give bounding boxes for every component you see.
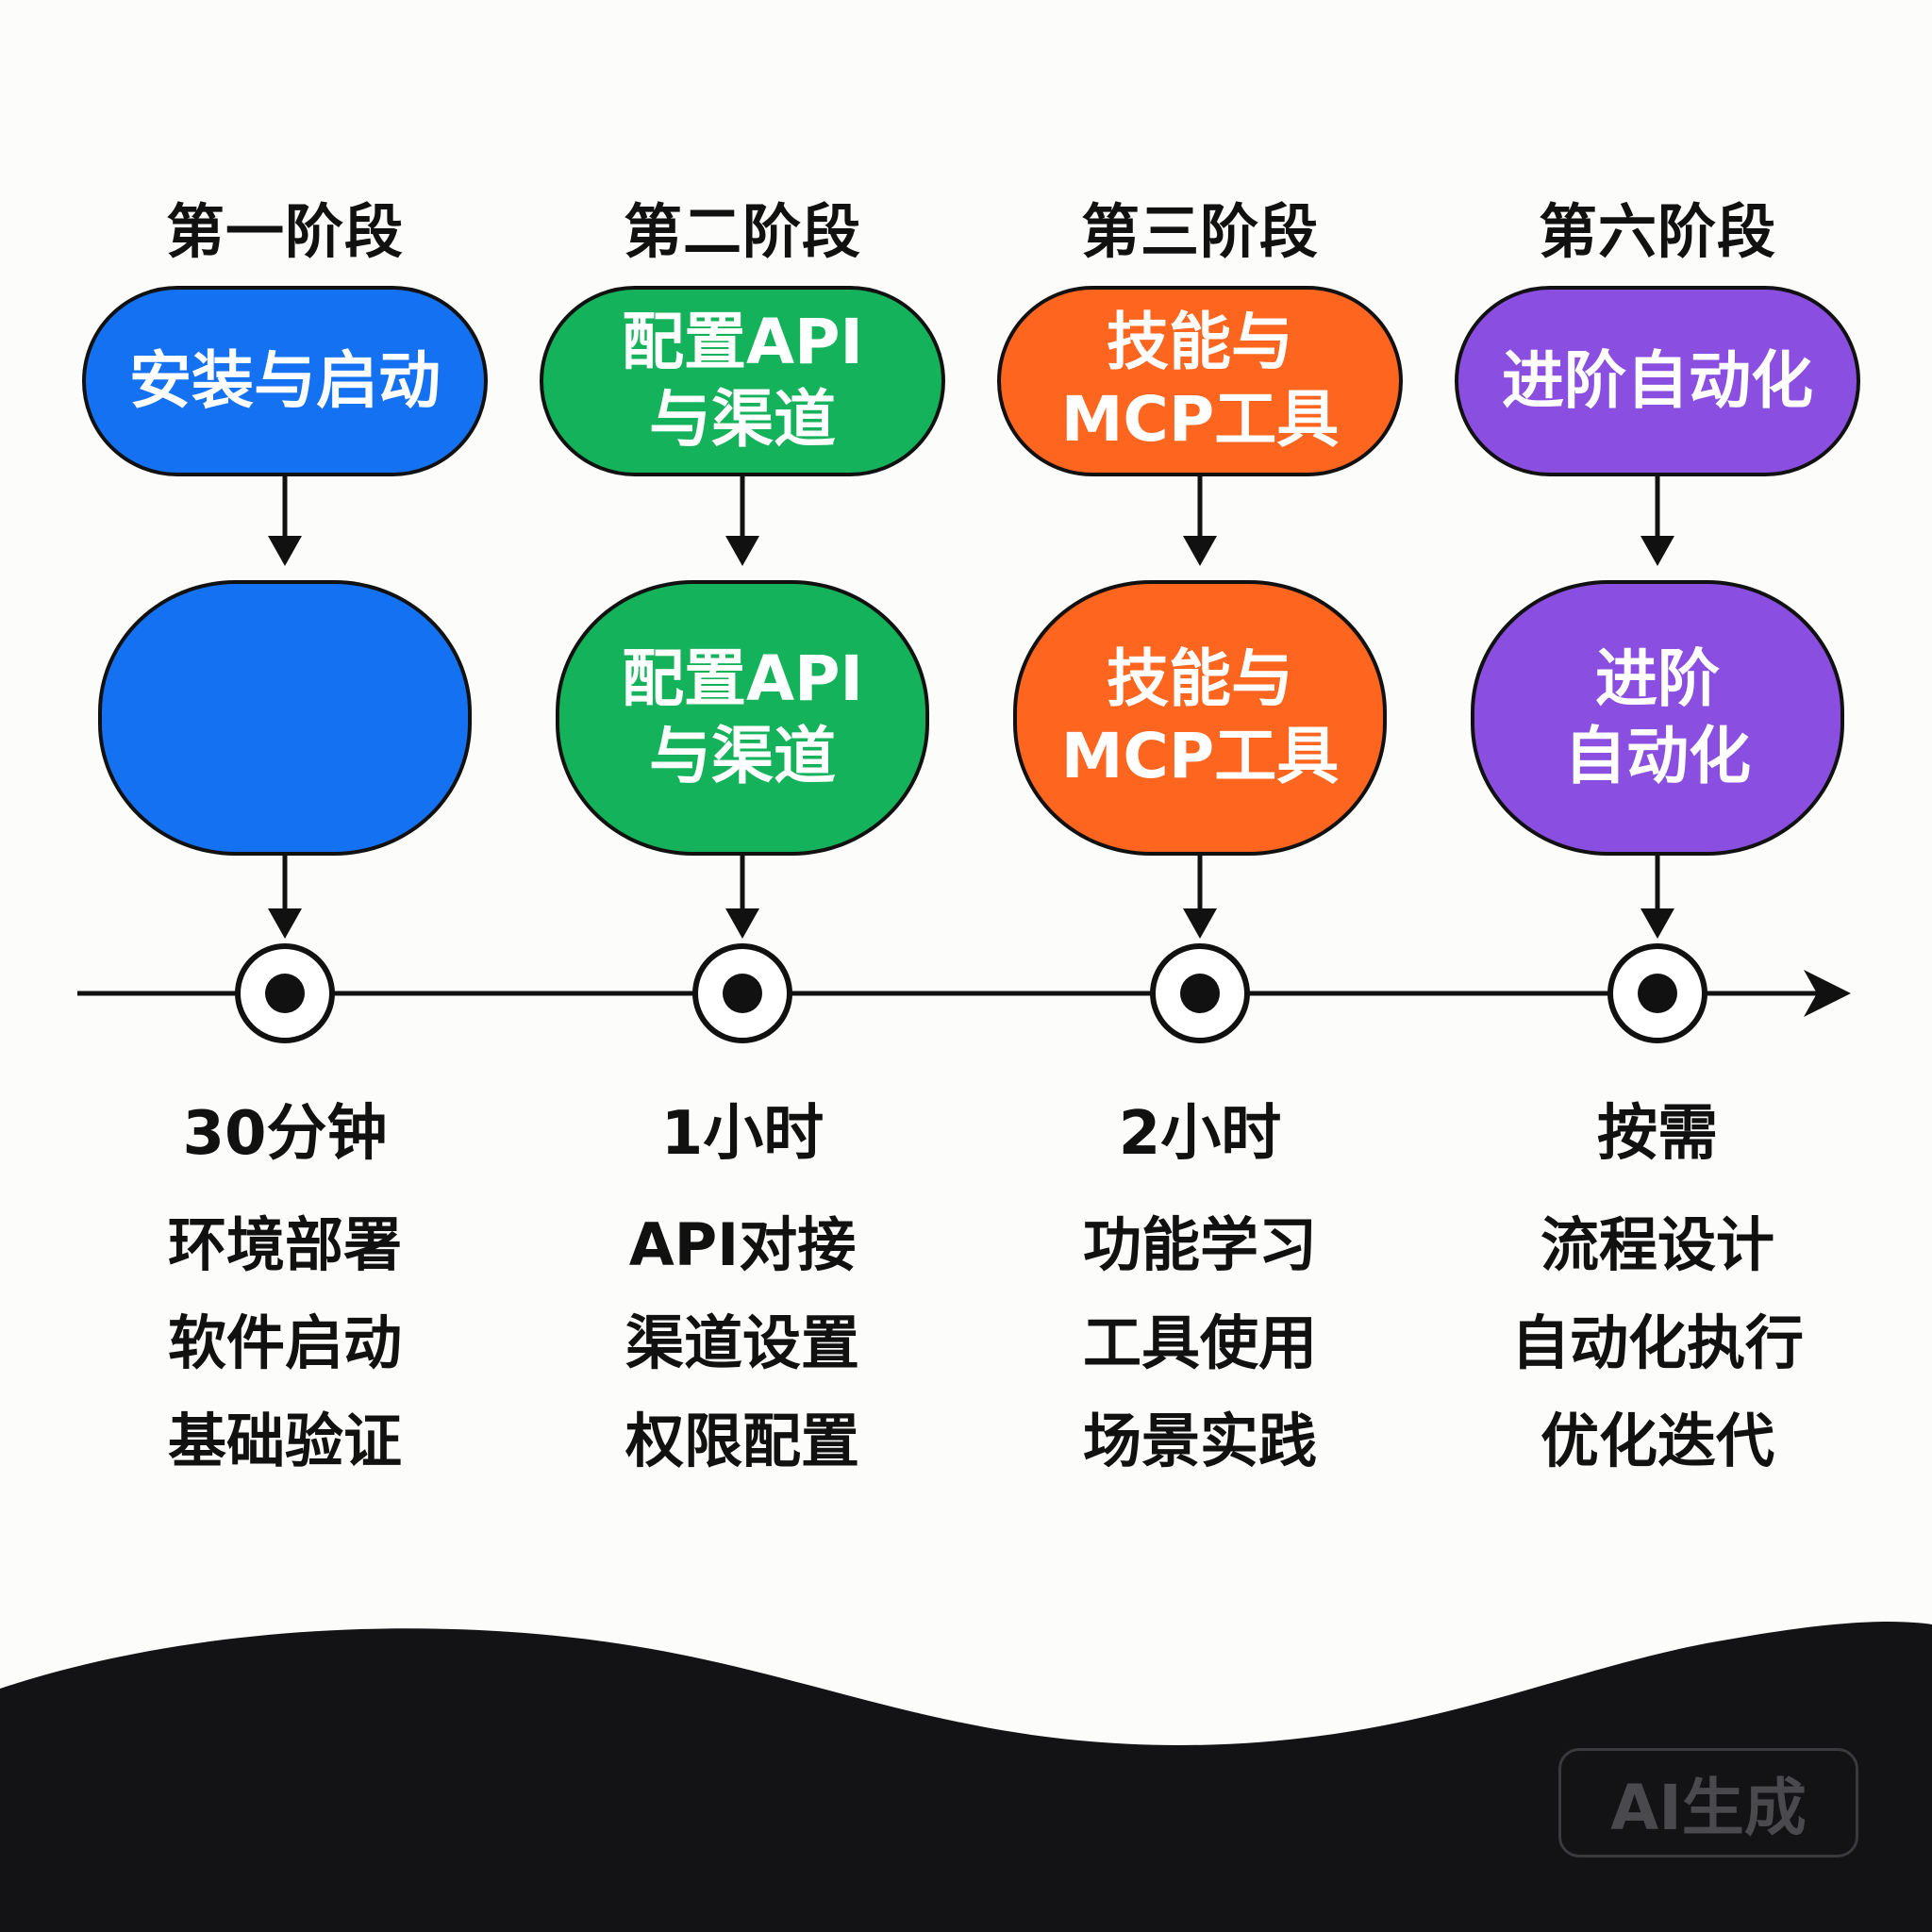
timeline-node-dot xyxy=(265,974,305,1013)
timeline-node-dot xyxy=(1638,974,1677,1013)
connector-arrowhead xyxy=(1183,908,1217,939)
stage-task-item: 基础验证 xyxy=(167,1407,402,1475)
connector-arrowhead xyxy=(268,536,302,566)
connector-arrowhead xyxy=(1183,536,1217,566)
stage-task-list: 流程设计自动化执行优化迭代 xyxy=(1431,1196,1884,1491)
stage-title-pill: 安装与启动 xyxy=(82,286,488,476)
stage-task-item: API对接 xyxy=(628,1210,857,1279)
stage-title-pill: 技能与 MCP工具 xyxy=(997,286,1403,476)
stage-task-list: API对接渠道设置权限配置 xyxy=(516,1196,969,1491)
stage-task-item: 功能学习 xyxy=(1082,1210,1317,1279)
timeline-arrowhead xyxy=(1804,970,1851,1017)
stage-title-pill: 进阶自动化 xyxy=(1455,286,1860,476)
bottom-wave-band xyxy=(0,1622,1932,1932)
connector-arrowhead xyxy=(268,908,302,939)
stage-task-item: 自动化执行 xyxy=(1510,1308,1804,1377)
ai-generated-watermark: AI生成 xyxy=(1558,1748,1858,1857)
stage-detail-oval: 技能与 MCP工具 xyxy=(1013,580,1387,856)
stage-duration: 2小时 xyxy=(1118,1099,1282,1169)
stage-task-item: 场景实践 xyxy=(1082,1407,1317,1475)
stage-task-list: 功能学习工具使用场景实践 xyxy=(974,1196,1426,1491)
stage-duration: 按需 xyxy=(1597,1099,1718,1169)
stage-label: 第一阶段 xyxy=(165,197,404,266)
stage-duration: 1小时 xyxy=(660,1099,824,1169)
stage-task-item: 工具使用 xyxy=(1082,1308,1317,1377)
stage-task-item: 渠道设置 xyxy=(625,1308,859,1377)
stage-task-item: 环境部署 xyxy=(167,1210,402,1279)
stage-detail-oval: 进阶 自动化 xyxy=(1471,580,1844,856)
stage-task-item: 权限配置 xyxy=(625,1407,859,1475)
stage-task-list: 环境部署软件启动基础验证 xyxy=(58,1196,511,1491)
stage-task-item: 流程设计 xyxy=(1540,1210,1774,1279)
connector-arrowhead xyxy=(725,536,759,566)
stage-column: 第六阶段进阶自动化进阶 自动化按需流程设计自动化执行优化迭代 xyxy=(1431,0,1884,1509)
stage-title-pill: 配置API 与渠道 xyxy=(540,286,945,476)
stage-label: 第二阶段 xyxy=(623,197,861,266)
stage-duration: 30分钟 xyxy=(182,1099,388,1169)
timeline-node-dot xyxy=(1180,974,1220,1013)
stage-label: 第三阶段 xyxy=(1080,197,1319,266)
stage-task-item: 软件启动 xyxy=(167,1308,402,1377)
stage-column: 第一阶段安装与启动 30分钟环境部署软件启动基础验证 xyxy=(58,0,511,1509)
connector-arrowhead xyxy=(725,908,759,939)
connector-arrowhead xyxy=(1641,536,1674,566)
stage-detail-oval xyxy=(98,580,472,856)
timeline-node-dot xyxy=(723,974,762,1013)
stage-task-item: 优化迭代 xyxy=(1540,1407,1774,1475)
stage-detail-oval: 配置API 与渠道 xyxy=(556,580,929,856)
connector-arrowhead xyxy=(1641,908,1674,939)
stage-label: 第六阶段 xyxy=(1538,197,1776,266)
